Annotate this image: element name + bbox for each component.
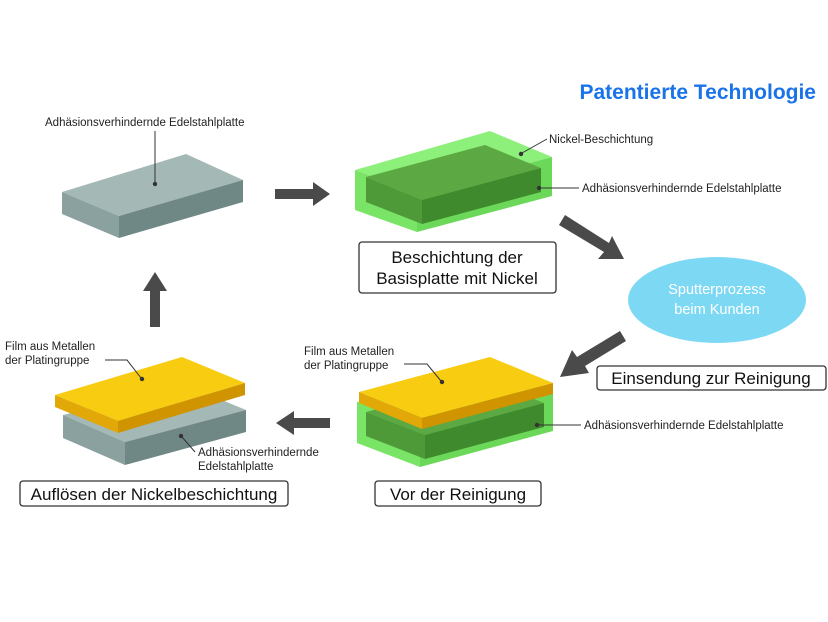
step5-film-dot — [139, 376, 145, 382]
return-caption-box — [596, 365, 827, 391]
step2-plate-label: Adhäsionsverhindernde Edelstahlplatte — [582, 183, 781, 195]
step4-plate-label: Adhäsionsverhindernde Edelstahlplatte — [584, 420, 783, 432]
arrow-left-icon — [276, 411, 330, 435]
step4-used-plate — [357, 357, 553, 467]
return-caption: Einsendung zur Reinigung — [611, 369, 810, 388]
step4-film-line2: der Platingruppe — [304, 360, 388, 372]
arrow-up-icon — [143, 272, 167, 327]
customer-line2: beim Kunden — [674, 302, 759, 318]
step1-leader-dot — [152, 181, 158, 187]
step5-plate-line2: Edelstahlplatte — [198, 461, 273, 473]
step2-plate-dot — [536, 185, 542, 191]
step2-nickel-label: Nickel-Beschichtung — [549, 134, 653, 146]
step5-separated-layers — [55, 357, 246, 465]
step2-caption-line2: Basisplatte mit Nickel — [376, 269, 538, 288]
step4-film-line1: Film aus Metallen — [304, 346, 394, 358]
step5-film-leader — [105, 359, 142, 379]
step5-caption: Auflösen der Nickelbeschichtung — [31, 485, 278, 504]
step5-film-line1: Film aus Metallen — [5, 341, 95, 353]
step1-plate-label: Adhäsionsverhindernde Edelstahlplatte — [45, 117, 244, 129]
step4-film-leader — [404, 363, 442, 382]
step2-caption-box — [358, 241, 557, 294]
arrow-down-left-icon — [560, 331, 626, 377]
step5-plate-leader — [181, 436, 196, 453]
step2-nickel-leader — [521, 138, 548, 154]
step5-caption-box — [19, 480, 289, 507]
diagram-title: Patentierte Technologie — [580, 81, 817, 104]
step1-steel-plate — [62, 154, 243, 238]
step5-plate-line1: Adhäsionsverhindernde — [198, 447, 319, 459]
step5-film-line2: der Platingruppe — [5, 355, 89, 367]
step4-caption: Vor der Reinigung — [390, 485, 526, 504]
step5-plate-dot — [178, 433, 184, 439]
step4-film-dot — [439, 379, 445, 385]
customer-line1: Sputterprozess — [668, 282, 766, 298]
arrow-down-right-icon — [559, 215, 624, 259]
step2-nickel-dot — [518, 151, 524, 157]
arrow-right-icon — [275, 182, 330, 206]
step2-nickel-coated-plate — [355, 131, 552, 232]
step4-plate-dot — [534, 422, 540, 428]
step4-caption-box — [374, 480, 542, 507]
customer-sputter-ellipse — [628, 257, 806, 343]
step2-caption-line1: Beschichtung der — [391, 248, 523, 267]
